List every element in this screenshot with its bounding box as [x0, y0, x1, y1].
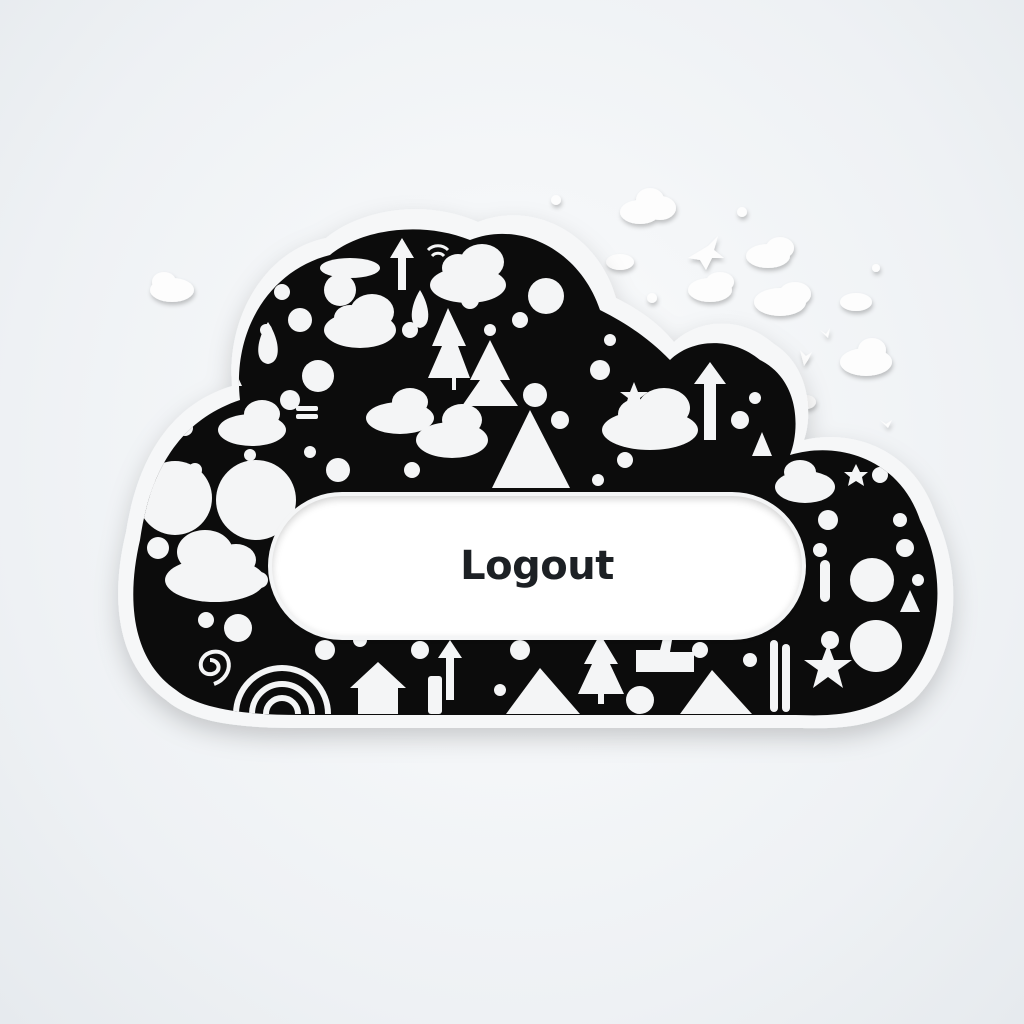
- cloud-icon: [688, 272, 734, 302]
- logout-label: Logout: [460, 543, 614, 589]
- cloud-icon: [416, 404, 488, 458]
- cloud-icon: [430, 244, 506, 303]
- ball-icon: [528, 278, 564, 314]
- star-icon: [820, 328, 830, 338]
- arrow-icon: [438, 640, 462, 700]
- airplane-icon: [688, 236, 724, 270]
- cloud-icon: [606, 254, 634, 270]
- cloud-icon: [324, 294, 396, 348]
- cloud-icon: [165, 530, 265, 602]
- cloud-icon: [320, 258, 380, 278]
- mountain-icon: [492, 410, 570, 488]
- drop-icon: [258, 322, 278, 364]
- ball-icon: [302, 360, 334, 392]
- balloon-icon: [216, 460, 296, 540]
- house-icon: [350, 662, 406, 714]
- tree-icon: [578, 634, 624, 704]
- cloud-icon: [620, 188, 676, 224]
- ball-icon: [850, 558, 894, 602]
- cloud-icon: [366, 388, 434, 434]
- icon-pattern: [138, 238, 924, 715]
- floating-clouds: [150, 188, 892, 428]
- ball-icon: [138, 461, 212, 535]
- swirl-icon: [198, 649, 231, 686]
- tree-icon: [462, 340, 518, 406]
- wifi-icon: [426, 244, 450, 258]
- cloud-icon: [840, 293, 872, 311]
- arrow-icon: [390, 238, 414, 290]
- mountain-icon: [680, 670, 752, 714]
- tree-icon: [752, 432, 772, 456]
- cloud-icon: [775, 460, 835, 503]
- cloud-icon: [218, 400, 286, 446]
- arrow-icon: [694, 362, 726, 440]
- cloud-icon: [754, 282, 811, 316]
- star-icon: [620, 382, 648, 408]
- cloud-icon: [150, 272, 194, 302]
- logout-button[interactable]: Logout: [272, 496, 802, 636]
- drop-icon: [411, 290, 429, 328]
- star-icon: [880, 420, 892, 428]
- cloud-icon: [746, 237, 794, 268]
- star-icon: [800, 350, 812, 366]
- tree-icon: [900, 590, 920, 612]
- rainbow-icon: [233, 665, 331, 715]
- balloon-icon: [850, 620, 902, 672]
- star-icon: [844, 464, 868, 486]
- tree-icon: [428, 308, 470, 390]
- star-icon: [804, 644, 852, 688]
- cloud-icon: [840, 338, 892, 376]
- mountain-icon: [506, 668, 580, 714]
- hand-icon: [636, 634, 694, 672]
